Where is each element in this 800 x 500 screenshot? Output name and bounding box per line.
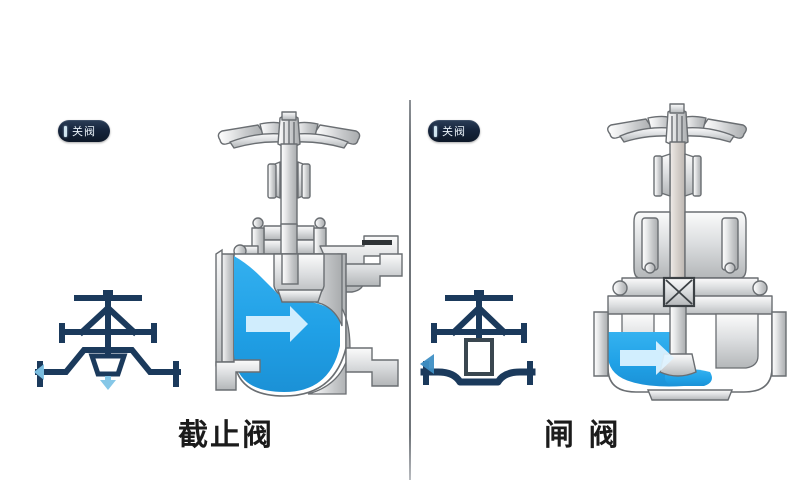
gate-valve-schematic-icon bbox=[420, 286, 536, 390]
badge-indicator-icon bbox=[434, 125, 437, 137]
globe-valve-schematic-icon bbox=[32, 288, 184, 392]
gate-valve-cutaway bbox=[592, 100, 788, 401]
flow-block-arrow-icon bbox=[100, 376, 116, 390]
badge-indicator-icon bbox=[64, 125, 67, 137]
inlet-arrow-icon bbox=[34, 364, 44, 380]
page-title-right: 闸 阀 bbox=[544, 418, 621, 453]
badge-label: 关阀 bbox=[442, 124, 466, 138]
status-badge-right: 关阀 bbox=[428, 120, 480, 142]
panel-divider bbox=[409, 100, 411, 480]
badge-label: 关阀 bbox=[72, 124, 96, 138]
globe-valve-cutaway bbox=[212, 104, 416, 400]
status-badge-left: 关阀 bbox=[58, 120, 110, 142]
flow-arrow-icon bbox=[246, 306, 308, 342]
inlet-arrow-icon bbox=[420, 354, 434, 374]
flow-arrow-icon bbox=[620, 341, 674, 375]
page-title-left: 截止阀 bbox=[178, 418, 274, 453]
